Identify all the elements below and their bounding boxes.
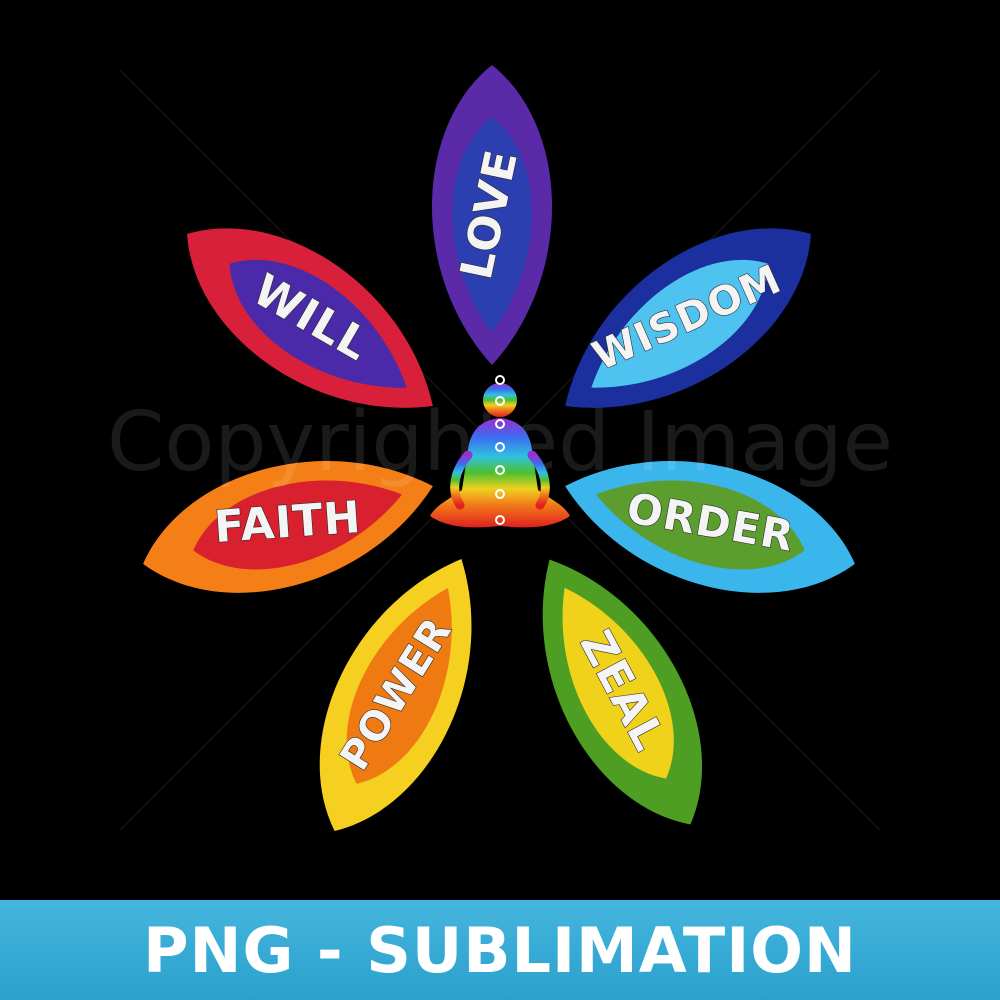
petal-wisdom	[565, 228, 811, 408]
petal-inner	[596, 480, 805, 570]
petal-love	[431, 65, 553, 365]
petal-inner	[346, 588, 452, 784]
petal-will	[187, 228, 433, 408]
petal-inner	[562, 587, 674, 779]
petal-order	[565, 461, 855, 593]
meditating-figure-icon	[430, 375, 570, 528]
banner-text: PNG - SUBLIMATION	[143, 913, 857, 987]
petal-inner	[193, 480, 402, 570]
petal-inner	[591, 259, 769, 388]
petal-inner	[452, 117, 532, 333]
petal-zeal	[542, 559, 703, 825]
petal-word-faith: FAITH	[213, 492, 363, 553]
sublimation-banner: PNG - SUBLIMATION	[0, 900, 1000, 1000]
petal-faith	[143, 461, 433, 593]
petal-power	[319, 559, 472, 831]
petal-inner	[229, 259, 407, 388]
